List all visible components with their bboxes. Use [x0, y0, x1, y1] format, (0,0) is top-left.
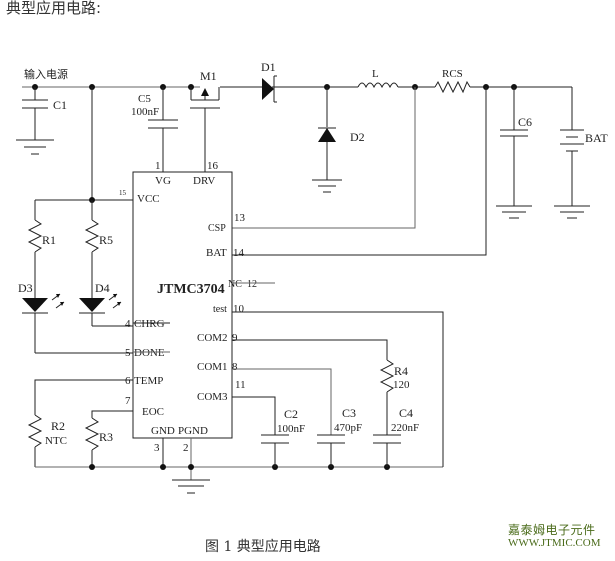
- d3-label: D3: [18, 281, 33, 295]
- capacitor-c6: [496, 87, 532, 219]
- pin-bat-label: BAT: [206, 247, 227, 259]
- chip-jtmc3704: [132, 171, 233, 439]
- input-rail: [22, 84, 572, 90]
- pin-gnd-label: GND: [151, 425, 175, 437]
- c4-value: 220nF: [391, 422, 419, 434]
- pin-com1-label: COM1: [197, 361, 228, 373]
- c1-label: C1: [53, 98, 67, 112]
- pin-2-number: 2: [183, 442, 189, 454]
- csp-wire: [232, 87, 416, 229]
- led-d4: [79, 293, 133, 327]
- pin-temp-label: TEMP: [134, 375, 163, 387]
- resistor-r5: [84, 200, 100, 298]
- pin-6-number: 6: [125, 375, 131, 387]
- capacitor-c4: [373, 392, 401, 467]
- pin-com3-label: COM3: [197, 391, 228, 403]
- r2-label: R2: [51, 419, 65, 433]
- battery-bat: [554, 87, 590, 219]
- pin-com2-label: COM2: [197, 332, 228, 344]
- pin-vg-label: VG: [155, 175, 171, 187]
- pin-14-number: 14: [233, 247, 245, 259]
- r5-label: R5: [99, 233, 113, 247]
- com2-wire: [232, 339, 388, 360]
- pin-1-number: 1: [155, 160, 161, 172]
- watermark-company: 嘉泰姆电子元件: [508, 523, 596, 537]
- pin-pgnd-label: PGND: [178, 425, 208, 437]
- diode-d2: [312, 87, 342, 193]
- pin-11-number: 11: [235, 379, 246, 391]
- capacitor-c3: [317, 434, 345, 467]
- resistor-r4: [379, 359, 395, 393]
- pin-test-label: test: [213, 304, 227, 315]
- capacitor-c5: [148, 87, 178, 172]
- pin-csp-label: CSP: [208, 223, 226, 234]
- test-wire: [232, 311, 444, 467]
- c5-value: 100nF: [131, 106, 159, 118]
- led-d3: [22, 293, 133, 354]
- capacitor-c2: [261, 434, 289, 467]
- pin-3-number: 3: [154, 442, 160, 454]
- bat-wire: [232, 87, 487, 256]
- r4-value: 120: [393, 379, 410, 391]
- pin-4-number: 4: [125, 318, 131, 330]
- pin-10-number: 10: [233, 303, 245, 315]
- pin-15-number: 15: [119, 189, 127, 197]
- chip-name: JTMC3704: [157, 282, 225, 297]
- pin-16-number: 16: [207, 160, 219, 172]
- watermark-url: WWW.JTMIC.COM: [508, 537, 601, 549]
- pin-7-number: 7: [125, 395, 131, 407]
- c5-label: C5: [138, 93, 151, 105]
- r1-label: R1: [42, 233, 56, 247]
- capacitor-c1: [16, 87, 54, 155]
- c3-label: C3: [342, 406, 356, 420]
- pin-chrg-label: CHRG: [134, 318, 165, 330]
- c2-value: 100nF: [277, 423, 305, 435]
- c3-value: 470pF: [334, 422, 362, 434]
- d2-label: D2: [350, 130, 365, 144]
- pin-drv-label: DRV: [193, 175, 215, 187]
- com1-wire: [232, 368, 332, 435]
- d1-label: D1: [261, 60, 276, 74]
- pin-nc-label: NC: [228, 279, 242, 290]
- pin-vcc-label: VCC: [137, 193, 160, 205]
- pin-12-number: 12: [247, 279, 257, 290]
- m1-label: M1: [200, 69, 217, 83]
- com3-wire: [232, 396, 276, 435]
- bat-label: BAT: [585, 131, 608, 145]
- figure-caption: 图 1 典型应用电路: [205, 539, 321, 555]
- mosfet-m1: [190, 87, 220, 172]
- input-power-label: 输入电源: [24, 67, 68, 81]
- resistor-r1: [27, 200, 43, 298]
- pin-9-number: 9: [232, 332, 238, 344]
- r2-value: NTC: [45, 435, 67, 447]
- ground-bus: [35, 438, 443, 494]
- diode-d1: [262, 75, 277, 103]
- pin-done-label: DONE: [134, 347, 165, 359]
- c4-label: C4: [399, 406, 413, 420]
- watermark: 嘉泰姆电子元件 WWW.JTMIC.COM: [508, 524, 600, 550]
- resistor-rcs: [434, 80, 471, 94]
- r4-label: R4: [394, 364, 408, 378]
- l-label: L: [372, 68, 379, 80]
- pin-8-number: 8: [232, 361, 238, 373]
- page-heading: 典型应用电路:: [6, 0, 102, 17]
- resistor-r2-ntc: [27, 379, 133, 467]
- pin-eoc-label: EOC: [142, 406, 164, 418]
- d4-label: D4: [95, 281, 110, 295]
- c6-label: C6: [518, 115, 532, 129]
- rcs-label: RCS: [442, 68, 463, 80]
- c2-label: C2: [284, 407, 298, 421]
- pin-13-number: 13: [234, 212, 246, 224]
- inductor-l: [357, 82, 399, 89]
- r3-label: R3: [99, 430, 113, 444]
